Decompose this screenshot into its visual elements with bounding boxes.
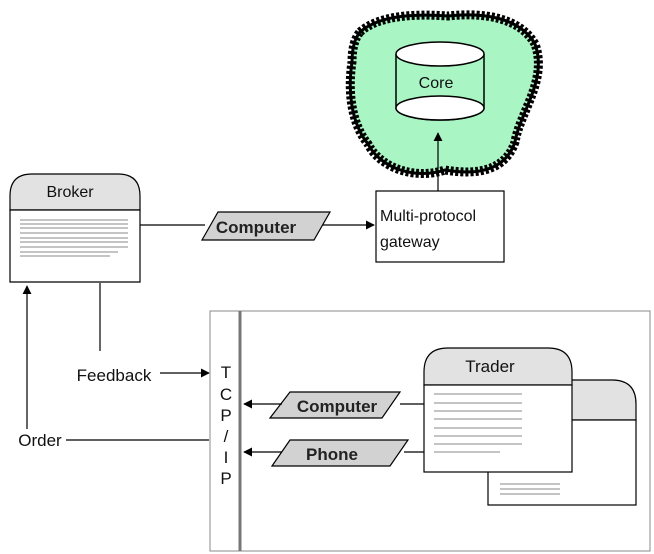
trader-text-lines	[434, 393, 522, 453]
broker-computer-link: Computer	[200, 211, 332, 241]
broker-label: Broker	[46, 184, 94, 201]
broker-computer-label: Computer	[216, 218, 297, 237]
trader-label: Trader	[465, 357, 515, 376]
tcpip-letter: /	[224, 427, 229, 446]
trader-phone-label: Phone	[306, 445, 358, 464]
trader-computer-link: Computer	[268, 391, 402, 419]
tcpip-letter: T	[221, 363, 231, 382]
tcpip-letter: C	[220, 385, 232, 404]
tcpip-letter: P	[220, 406, 231, 425]
gateway-label-line1: Multi-protocol	[380, 208, 476, 225]
core-label: Core	[419, 75, 454, 92]
core-node: Core	[345, 10, 543, 178]
tcpip-label: T C P / I P	[220, 363, 232, 488]
feedback-label: Feedback	[77, 366, 152, 385]
multi-protocol-gateway: Multi-protocol gateway	[375, 190, 505, 263]
broker-text-lines	[20, 219, 128, 257]
core-database-icon	[395, 41, 485, 121]
broker-node: Broker	[9, 173, 141, 283]
tcpip-letter: P	[220, 469, 231, 488]
tcpip-letter: I	[224, 448, 229, 467]
trader-computer-label: Computer	[297, 397, 378, 416]
order-label: Order	[18, 431, 62, 450]
trader-node: Trader	[423, 347, 573, 473]
trader-phone-link: Phone	[270, 439, 410, 467]
gateway-label-line2: gateway	[380, 234, 440, 251]
